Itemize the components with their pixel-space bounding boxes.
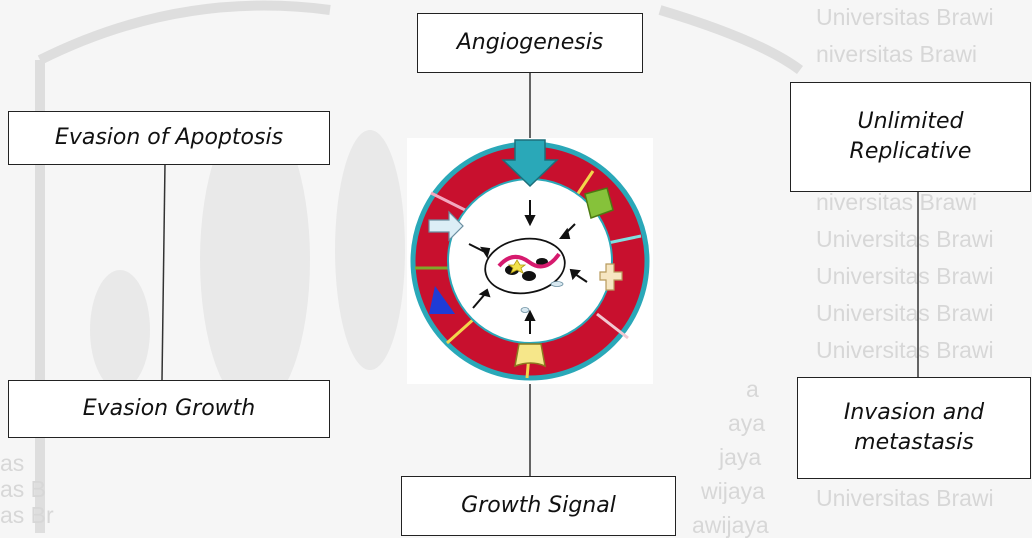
- invasion-label-line2: metastasis: [854, 428, 974, 458]
- unlimited-replicative-box: Unlimited Replicative: [790, 82, 1031, 192]
- unlimited-label-line2: Replicative: [850, 137, 972, 167]
- invasion-label-line1: Invasion and: [844, 398, 984, 428]
- hallmarks-ring-diagram: [407, 138, 653, 384]
- yellow-book-icon: [515, 344, 545, 366]
- angiogenesis-label: Angiogenesis: [457, 28, 604, 58]
- evasion-growth-label: Evasion Growth: [83, 394, 256, 424]
- evasion-growth-box: Evasion Growth: [8, 380, 330, 438]
- unlimited-label-line1: Unlimited: [858, 107, 964, 137]
- invasion-metastasis-box: Invasion and metastasis: [797, 377, 1031, 479]
- growth-signal-box: Growth Signal: [401, 476, 676, 536]
- evasion-apoptosis-box: Evasion of Apoptosis: [8, 111, 330, 165]
- evasion-apoptosis-label: Evasion of Apoptosis: [55, 123, 283, 153]
- growth-signal-label: Growth Signal: [461, 491, 616, 521]
- angiogenesis-box: Angiogenesis: [417, 13, 643, 73]
